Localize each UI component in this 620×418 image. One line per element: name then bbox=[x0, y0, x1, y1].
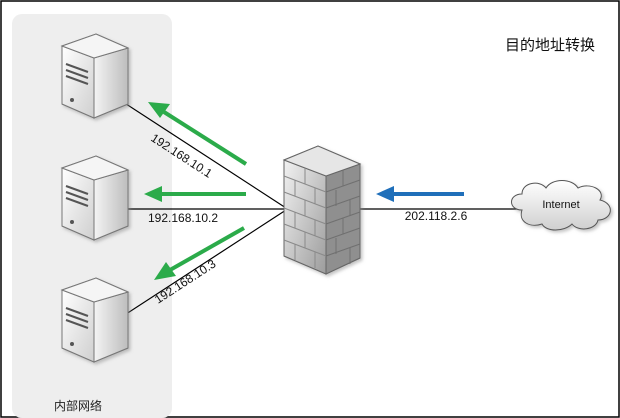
diagram-title: 目的地址转换 bbox=[505, 36, 595, 54]
internet-label: Internet bbox=[542, 199, 579, 211]
firewall-icon bbox=[282, 145, 362, 275]
arrow-to-server-1 bbox=[148, 102, 248, 166]
server-2-ip-label: 192.168.10.2 bbox=[148, 211, 218, 225]
arrow-to-server-3 bbox=[154, 226, 245, 280]
arrow-to-server-2 bbox=[144, 186, 246, 202]
internet-cloud-icon bbox=[511, 180, 611, 231]
server-3-icon bbox=[60, 277, 130, 363]
link-server-1 bbox=[119, 99, 287, 209]
server-2-icon bbox=[60, 155, 130, 241]
server-1-icon bbox=[60, 33, 130, 119]
public-ip-label: 202.118.2.6 bbox=[405, 209, 468, 223]
inbound-arrow bbox=[376, 186, 464, 202]
link-server-3 bbox=[119, 209, 287, 319]
internal-network-label: 内部网络 bbox=[54, 398, 102, 413]
